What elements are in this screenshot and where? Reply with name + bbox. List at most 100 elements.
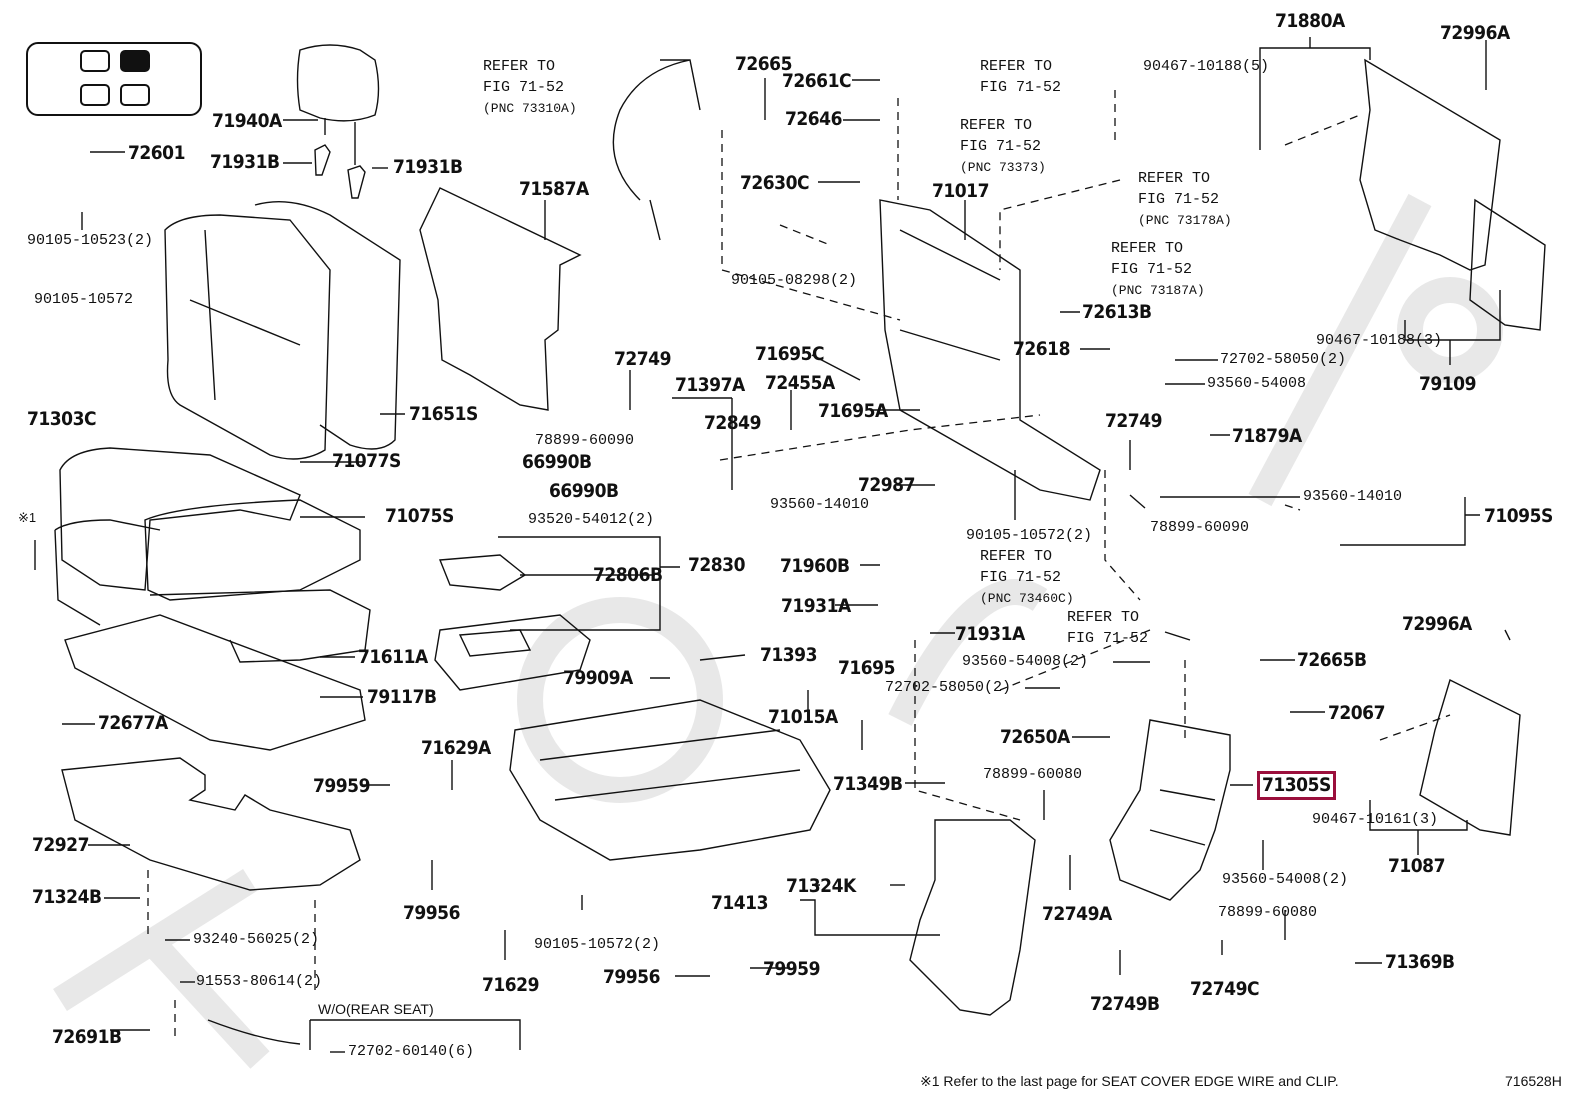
part-label[interactable]: 71075S (385, 505, 454, 527)
part-label[interactable]: 71303C (27, 408, 97, 430)
part-label[interactable]: 72630C (740, 172, 810, 194)
part-label[interactable]: 66990B (522, 451, 592, 473)
part-label[interactable]: 71931A (955, 623, 1025, 645)
part-label[interactable]: 71413 (711, 892, 768, 914)
note-refer-73310A[interactable]: REFER TO FIG 71-52 (PNC 73310A) (483, 58, 577, 116)
part-label[interactable]: 72749C (1190, 978, 1260, 1000)
part-label[interactable]: 72702-58050(2) (885, 679, 1012, 696)
part-label[interactable]: 90467-10188(5) (1143, 58, 1270, 75)
note-refer-73373[interactable]: REFER TO FIG 71-52 (PNC 73373) (960, 117, 1046, 175)
part-label[interactable]: 71651S (409, 403, 478, 425)
part-label[interactable]: 72702-60140(6) (348, 1043, 475, 1060)
part-label[interactable]: 72455A (765, 372, 835, 394)
locator-cell-rear-left (80, 84, 110, 106)
part-label[interactable]: 71095S (1484, 505, 1553, 527)
part-label[interactable]: 90105-10572 (34, 291, 134, 308)
part-label[interactable]: 66990B (549, 480, 619, 502)
note-refer-73178A[interactable]: REFER TO FIG 71-52 (PNC 73178A) (1138, 170, 1232, 228)
part-label[interactable]: 72702-58050(2) (1220, 351, 1347, 368)
locator-cell-front-left (80, 50, 110, 72)
part-label[interactable]: 71324K (786, 875, 856, 897)
part-label[interactable]: 72996A (1440, 22, 1510, 44)
part-label[interactable]: 72650A (1000, 726, 1070, 748)
part-label[interactable]: 71393 (760, 644, 817, 666)
part-label[interactable]: 71017 (932, 180, 989, 202)
part-label[interactable]: 78899-60080 (1218, 904, 1318, 921)
part-label[interactable]: 78899-60090 (535, 432, 635, 449)
part-label[interactable]: 72749B (1090, 993, 1160, 1015)
part-label[interactable]: 71695 (838, 657, 895, 679)
part-label[interactable]: 93520-54012(2) (528, 511, 655, 528)
part-label[interactable]: 93560-14010 (770, 496, 870, 513)
part-label[interactable]: 72806B (593, 564, 663, 586)
part-label[interactable]: 72601 (128, 142, 185, 164)
part-label[interactable]: 71369B (1385, 951, 1455, 973)
part-label[interactable]: 71629 (482, 974, 539, 996)
part-label[interactable]: 90105-10572(2) (534, 936, 661, 953)
part-label[interactable]: 72067 (1328, 702, 1385, 724)
part-label[interactable]: 72927 (32, 834, 89, 856)
part-label[interactable]: 79959 (313, 775, 370, 797)
part-label[interactable]: 71611A (358, 646, 428, 668)
part-label[interactable]: 93560-54008(2) (962, 653, 1089, 670)
part-label[interactable]: 71397A (675, 374, 745, 396)
note-refer-73187A[interactable]: REFER TO FIG 71-52 (PNC 73187A) (1111, 240, 1205, 298)
part-label[interactable]: 93240-56025(2) (193, 931, 320, 948)
part-label[interactable]: 79117B (367, 686, 437, 708)
part-label-highlighted[interactable]: 71305S (1257, 771, 1336, 800)
part-label[interactable]: 78899-60090 (1150, 519, 1250, 536)
part-label[interactable]: 72749A (1042, 903, 1112, 925)
part-label[interactable]: 93560-54008(2) (1222, 871, 1349, 888)
part-label[interactable]: 71087 (1388, 855, 1445, 877)
part-label[interactable]: 71629A (421, 737, 491, 759)
part-label[interactable]: 90105-08298(2) (731, 272, 858, 289)
note-refer-73460C[interactable]: REFER TO FIG 71-52 (PNC 73460C) (980, 548, 1074, 606)
console-art (434, 614, 591, 691)
part-label[interactable]: 72987 (858, 474, 915, 496)
figure-id: 716528H (1505, 1073, 1562, 1089)
part-label[interactable]: 72830 (688, 554, 745, 576)
watermark (53, 193, 1503, 1069)
part-label[interactable]: 90467-10161(3) (1312, 811, 1439, 828)
part-label[interactable]: 71695A (818, 400, 888, 422)
note-refer-fig-71-52-buckle[interactable]: REFER TO FIG 71-52 (1067, 609, 1149, 647)
part-label[interactable]: 72613B (1082, 301, 1152, 323)
part-label[interactable]: 72677A (98, 712, 168, 734)
part-label[interactable]: 79956 (603, 966, 660, 988)
part-label[interactable]: 71931A (781, 595, 851, 617)
part-label[interactable]: 71960B (780, 555, 850, 577)
part-label[interactable]: 71695C (755, 343, 825, 365)
part-label[interactable]: 72996A (1402, 613, 1472, 635)
part-label[interactable]: 72749 (1105, 410, 1162, 432)
part-label[interactable]: 71880A (1275, 10, 1345, 32)
part-label[interactable]: 72665 (735, 53, 792, 75)
part-label[interactable]: 91553-80614(2) (196, 973, 323, 990)
note-refer-fig-71-52-bolt[interactable]: REFER TO FIG 71-52 (980, 58, 1062, 96)
part-label[interactable]: 93560-14010 (1303, 488, 1403, 505)
part-label[interactable]: 72661C (782, 70, 852, 92)
part-label[interactable]: 79109 (1419, 373, 1476, 395)
part-label[interactable]: 71931B (393, 156, 463, 178)
part-label[interactable]: 71931B (210, 151, 280, 173)
part-label[interactable]: 71349B (833, 773, 903, 795)
part-label[interactable]: 71879A (1232, 425, 1302, 447)
part-label[interactable]: 72749 (614, 348, 671, 370)
part-label[interactable]: 93560-54008 (1207, 375, 1307, 392)
part-label[interactable]: 71324B (32, 886, 102, 908)
part-label[interactable]: 79956 (403, 902, 460, 924)
part-label[interactable]: 71077S (332, 450, 401, 472)
part-label[interactable]: 72665B (1297, 649, 1367, 671)
part-label[interactable]: 72618 (1013, 338, 1070, 360)
part-label[interactable]: 79909A (563, 667, 633, 689)
part-label[interactable]: 72691B (52, 1026, 122, 1048)
part-label[interactable]: 90105-10523(2) (27, 232, 154, 249)
part-label[interactable]: 72849 (704, 412, 761, 434)
part-label[interactable]: 72646 (785, 108, 842, 130)
part-label[interactable]: 71587A (519, 178, 589, 200)
part-label[interactable]: 90105-10572(2) (966, 527, 1093, 544)
part-label[interactable]: 90467-10188(3) (1316, 332, 1443, 349)
part-label[interactable]: 78899-60080 (983, 766, 1083, 783)
part-label[interactable]: 71015A (768, 706, 838, 728)
part-label[interactable]: 79959 (763, 958, 820, 980)
part-label[interactable]: 71940A (212, 110, 282, 132)
